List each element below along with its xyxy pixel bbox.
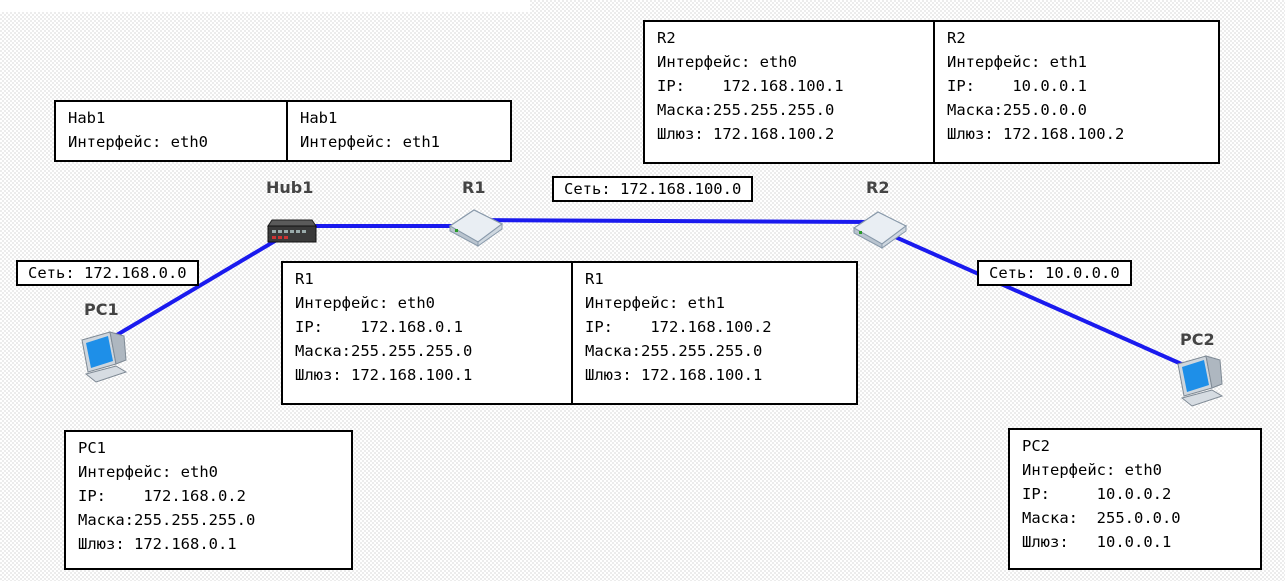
- device-name: Hab1: [300, 109, 338, 127]
- subnet-mask: Маска:255.255.255.0: [585, 342, 763, 360]
- pc2-label: PC2: [1180, 330, 1215, 349]
- ip-address: IP: 172.168.0.1: [295, 318, 463, 336]
- subnet-mask: Маска:255.255.255.0: [657, 101, 835, 119]
- gateway: Шлюз: 172.168.100.1: [585, 366, 763, 384]
- hub1-eth1-cell: Hab1 Интерфейс: eth1: [286, 102, 510, 160]
- pc2-interface-box: PC2 Интерфейс: eth0 IP: 10.0.0.2 Маска: …: [1008, 428, 1262, 570]
- link-pc1-hub1: [98, 230, 292, 347]
- subnet-mask: Маска:255.255.255.0: [295, 342, 473, 360]
- r1-label: R1: [462, 178, 486, 197]
- device-name: R2: [657, 29, 676, 47]
- interface-name: Интерфейс: eth1: [585, 294, 725, 312]
- interface-name: Интерфейс: eth1: [947, 53, 1087, 71]
- gateway: Шлюз: 10.0.0.1: [1022, 533, 1172, 551]
- interface-name: Интерфейс: eth0: [1022, 461, 1162, 479]
- background-strip: [0, 0, 530, 12]
- ip-address: IP: 172.168.100.1: [657, 77, 844, 95]
- device-name: PC1: [78, 439, 106, 457]
- r1-eth0-cell: R1 Интерфейс: eth0 IP: 172.168.0.1 Маска…: [283, 263, 571, 403]
- r2-eth0-cell: R2 Интерфейс: eth0 IP: 172.168.100.1 Мас…: [645, 22, 933, 162]
- hub1-eth0-cell: Hab1 Интерфейс: eth0: [56, 102, 286, 160]
- pc1-label: PC1: [84, 300, 119, 319]
- subnet-mask: Маска: 255.0.0.0: [1022, 509, 1181, 527]
- pc1-interface-box: PC1 Интерфейс: eth0 IP: 172.168.0.2 Маск…: [64, 430, 353, 570]
- subnet-mask: Маска:255.255.255.0: [78, 511, 256, 529]
- hub-icon[interactable]: [266, 216, 318, 246]
- interface-name: Интерфейс: eth0: [657, 53, 797, 71]
- interface-name: Интерфейс: eth0: [295, 294, 435, 312]
- network-label-r1-r2: Сеть: 172.168.100.0: [552, 176, 754, 202]
- device-name: Hab1: [68, 109, 106, 127]
- gateway: Шлюз: 172.168.100.2: [657, 125, 835, 143]
- pc1-computer-icon[interactable]: [76, 330, 132, 386]
- device-name: R1: [585, 270, 604, 288]
- link-r1-r2: [469, 218, 876, 224]
- pc1-eth0-cell: PC1 Интерфейс: eth0 IP: 172.168.0.2 Маск…: [66, 432, 351, 556]
- ip-address: IP: 10.0.0.2: [1022, 485, 1172, 503]
- r2-interfaces-box: R2 Интерфейс: eth0 IP: 172.168.100.1 Мас…: [643, 20, 1220, 164]
- router-r1-icon[interactable]: [446, 206, 506, 248]
- r1-eth1-cell: R1 Интерфейс: eth1 IP: 172.168.100.2 Мас…: [571, 263, 856, 403]
- network-label-lan2: Сеть: 10.0.0.0: [977, 260, 1132, 286]
- hub1-label: Hub1: [266, 178, 314, 197]
- router-r2-icon[interactable]: [850, 208, 910, 250]
- ip-address: IP: 172.168.100.2: [585, 318, 772, 336]
- device-name: R2: [947, 29, 966, 47]
- ip-address: IP: 10.0.0.1: [947, 77, 1087, 95]
- r1-interfaces-box: R1 Интерфейс: eth0 IP: 172.168.0.1 Маска…: [281, 261, 858, 405]
- interface-name: Интерфейс: eth1: [300, 133, 440, 151]
- interface-name: Интерфейс: eth0: [78, 463, 218, 481]
- hub1-interfaces-box: Hab1 Интерфейс: eth0 Hab1 Интерфейс: eth…: [54, 100, 512, 162]
- link-r2-pc2: [874, 226, 1196, 372]
- subnet-mask: Маска:255.0.0.0: [947, 101, 1087, 119]
- ip-address: IP: 172.168.0.2: [78, 487, 246, 505]
- interface-name: Интерфейс: eth0: [68, 133, 208, 151]
- pc2-computer-icon[interactable]: [1172, 354, 1228, 410]
- gateway: Шлюз: 172.168.100.1: [295, 366, 473, 384]
- device-name: PC2: [1022, 437, 1050, 455]
- r2-label: R2: [866, 178, 890, 197]
- pc2-eth0-cell: PC2 Интерфейс: eth0 IP: 10.0.0.2 Маска: …: [1010, 430, 1260, 554]
- device-name: R1: [295, 270, 314, 288]
- gateway: Шлюз: 172.168.100.2: [947, 125, 1125, 143]
- gateway: Шлюз: 172.168.0.1: [78, 535, 237, 553]
- r2-eth1-cell: R2 Интерфейс: eth1 IP: 10.0.0.1 Маска:25…: [933, 22, 1218, 162]
- network-label-lan1: Сеть: 172.168.0.0: [16, 260, 199, 286]
